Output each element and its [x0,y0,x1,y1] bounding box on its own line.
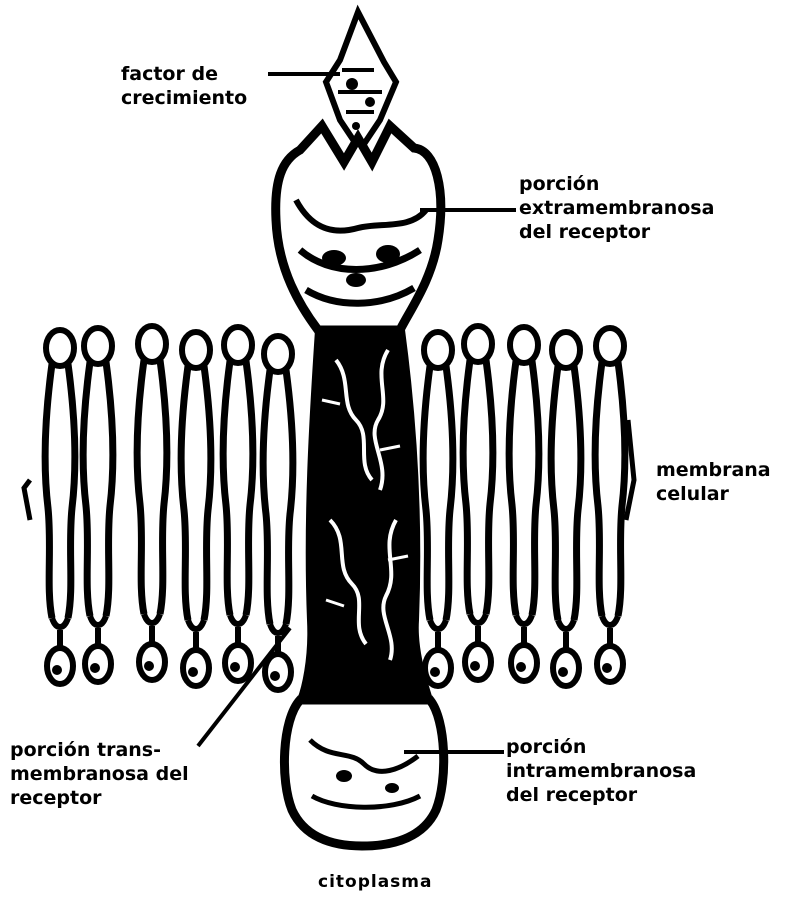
label-intracellular-line-3: del receptor [506,783,696,807]
label-extracellular-portion: porción extramembranosa del receptor [519,172,714,244]
label-intracellular-line-2: intramembranosa [506,759,696,783]
label-intracellular-portion: porción intramembranosa del receptor [506,735,696,807]
lipid-bilayer-left [24,326,293,690]
label-cell-membrane-line-1: membrana [656,458,771,482]
label-growth-factor: factor de crecimiento [121,62,247,110]
label-cytoplasm: citoplasma [318,870,432,894]
label-transmembrane-line-2: membranosa del [10,762,189,786]
label-transmembrane-line-3: receptor [10,786,189,810]
label-cell-membrane: membrana celular [656,458,771,506]
receptor-protein [276,126,444,846]
label-extracellular-line-3: del receptor [519,220,714,244]
label-extracellular-line-2: extramembranosa [519,196,714,220]
label-extracellular-line-1: porción [519,172,714,196]
label-intracellular-line-1: porción [506,735,696,759]
label-cell-membrane-line-2: celular [656,482,771,506]
label-transmembrane-line-1: porción trans- [10,738,189,762]
label-transmembrane-portion: porción trans- membranosa del receptor [10,738,189,810]
lipid-bilayer-right [423,326,634,686]
label-growth-factor-line-2: crecimiento [121,86,247,110]
label-growth-factor-line-1: factor de [121,62,247,86]
